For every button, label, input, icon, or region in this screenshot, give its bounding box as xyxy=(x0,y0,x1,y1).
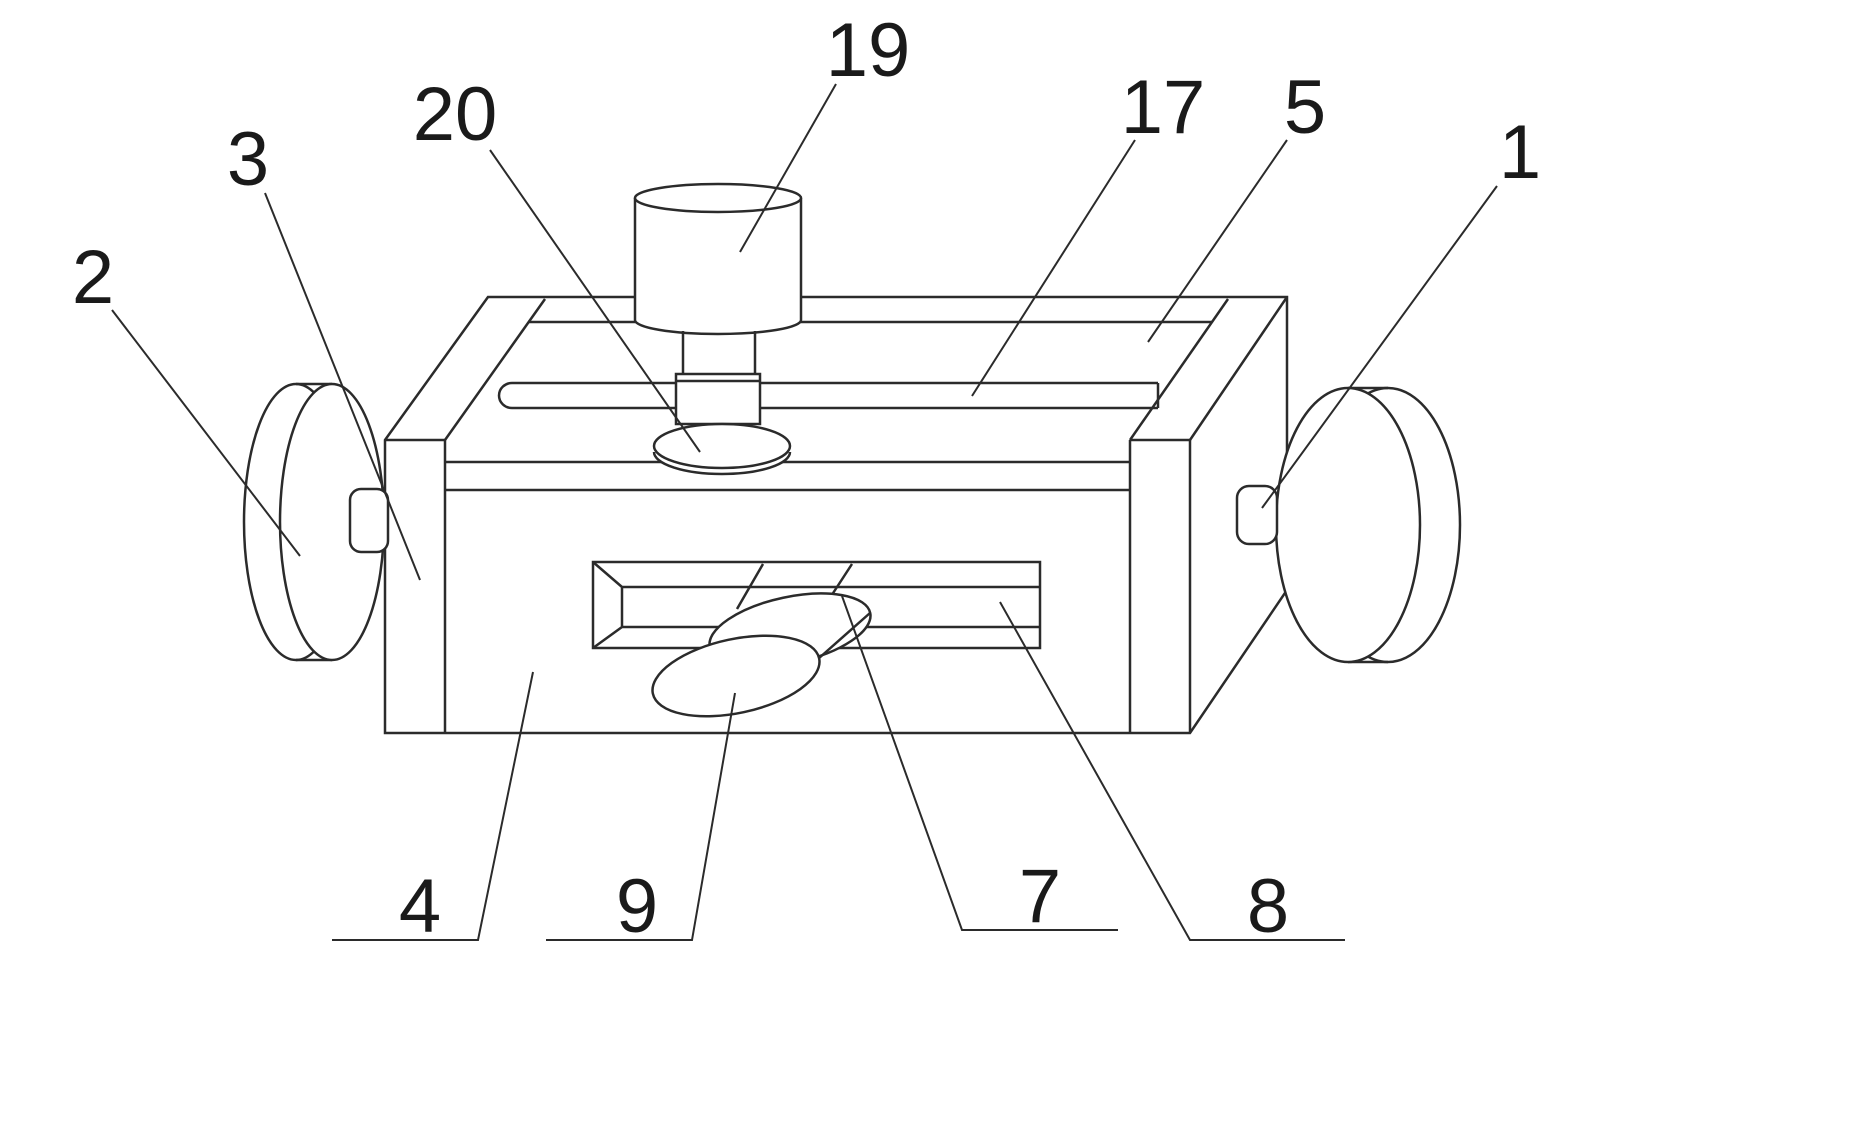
top-tray xyxy=(443,298,1230,492)
slot-depth-lines xyxy=(592,561,1040,650)
leader-line-9 xyxy=(546,692,736,941)
body-silhouette xyxy=(383,295,1289,735)
leader-line-20 xyxy=(489,149,701,453)
leader-line-1 xyxy=(1261,185,1498,509)
part-label-5: 5 xyxy=(1284,65,1326,150)
press-assembly xyxy=(633,182,803,476)
tilted-cylinder-front-face xyxy=(651,634,821,718)
leader-line-3 xyxy=(264,192,421,581)
leader-line-17 xyxy=(971,139,1136,397)
part-label-9: 9 xyxy=(616,864,658,949)
left-wheel xyxy=(242,382,386,662)
tilted-cylinder-assembly xyxy=(651,563,872,718)
top-cylinder-top-face xyxy=(633,182,803,214)
part-label-1: 1 xyxy=(1499,110,1541,195)
top-cylinder-body xyxy=(633,198,803,336)
leader-line-4 xyxy=(332,671,534,941)
leader-lines xyxy=(111,83,1498,941)
spindle-neck xyxy=(681,331,757,374)
left-axle xyxy=(348,487,390,554)
part-label-19: 19 xyxy=(826,8,911,93)
leader-line-19 xyxy=(739,83,837,253)
part-label-4: 4 xyxy=(399,864,441,949)
right-wheel-inner-face xyxy=(1274,386,1422,664)
guide-rod-left-cap xyxy=(497,381,513,410)
guide-rod-lines xyxy=(512,381,1160,410)
guide-rod xyxy=(497,381,1160,410)
leader-line-8 xyxy=(999,601,1345,941)
left-pillar-inner-slant xyxy=(443,298,547,441)
part-label-8: 8 xyxy=(1247,864,1289,949)
press-disc xyxy=(652,422,792,470)
part-label-7: 7 xyxy=(1019,854,1061,939)
spindle-flange xyxy=(674,372,762,426)
leader-line-7 xyxy=(841,595,1118,931)
part-label-3: 3 xyxy=(227,117,269,202)
machine-body xyxy=(383,295,1289,735)
part-label-20: 20 xyxy=(413,72,498,157)
part-labels: 1 2 3 4 5 7 8 9 17 19 20 xyxy=(72,8,1541,949)
part-label-17: 17 xyxy=(1121,65,1206,150)
part-label-2: 2 xyxy=(72,235,114,320)
leader-line-2 xyxy=(111,309,301,557)
right-wheel xyxy=(1274,386,1462,664)
leader-line-5 xyxy=(1147,139,1288,343)
body-right-top-slant-edge xyxy=(1188,296,1289,441)
